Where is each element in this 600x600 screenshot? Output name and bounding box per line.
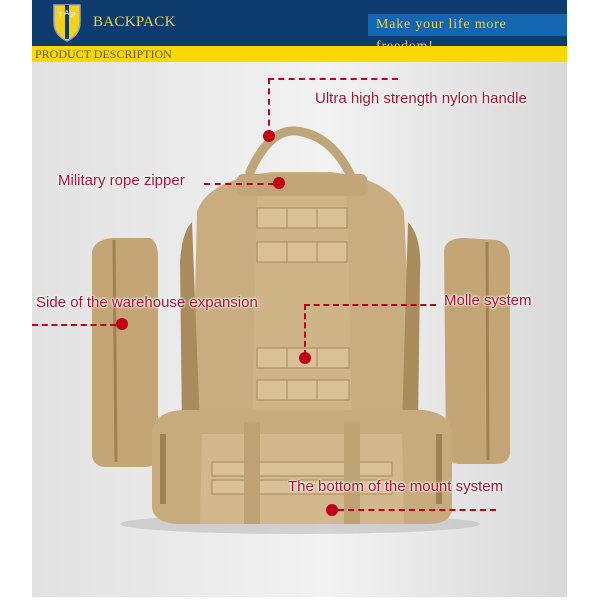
bottom-mount-callout-line bbox=[338, 509, 496, 511]
section-title: PRODUCT DESCRIPTION bbox=[35, 47, 172, 61]
callout-zipper-label: Military rope zipper bbox=[58, 172, 185, 189]
molle-marker bbox=[299, 352, 311, 364]
callout-bottom-mount-label: The bottom of the mount system bbox=[288, 478, 504, 495]
section-title-bar: PRODUCT DESCRIPTION bbox=[32, 46, 567, 62]
molle-callout-line bbox=[304, 304, 306, 356]
shield-logo-icon: T A P bbox=[53, 4, 81, 42]
brand-name: BACKPACK bbox=[93, 14, 176, 30]
side-pocket-marker bbox=[116, 318, 128, 330]
zipper-callout-line bbox=[204, 183, 274, 185]
handle-callout-line bbox=[268, 78, 270, 136]
molle-callout-line bbox=[304, 304, 436, 306]
zipper-marker bbox=[273, 177, 285, 189]
product-image: Ultra high strength nylon handle Militar… bbox=[32, 62, 567, 597]
bottom-mount-marker bbox=[326, 504, 338, 516]
callout-molle-label: Molle system bbox=[444, 292, 532, 309]
side-pocket-callout-line bbox=[32, 324, 116, 326]
callout-side-pocket-label: Side of the warehouse expansion bbox=[36, 294, 258, 311]
svg-text:T: T bbox=[58, 12, 63, 19]
header-bar: T A P BACKPACK Make your life more freed… bbox=[32, 0, 567, 54]
svg-text:A: A bbox=[65, 10, 70, 17]
handle-callout-line bbox=[268, 78, 398, 80]
slogan: Make your life more freedom! bbox=[368, 14, 567, 54]
svg-text:P: P bbox=[71, 12, 76, 19]
callout-handle-label: Ultra high strength nylon handle bbox=[315, 90, 527, 107]
handle-marker bbox=[263, 130, 275, 142]
product-banner: T A P BACKPACK Make your life more freed… bbox=[32, 0, 567, 597]
backpack-illustration bbox=[92, 126, 510, 534]
